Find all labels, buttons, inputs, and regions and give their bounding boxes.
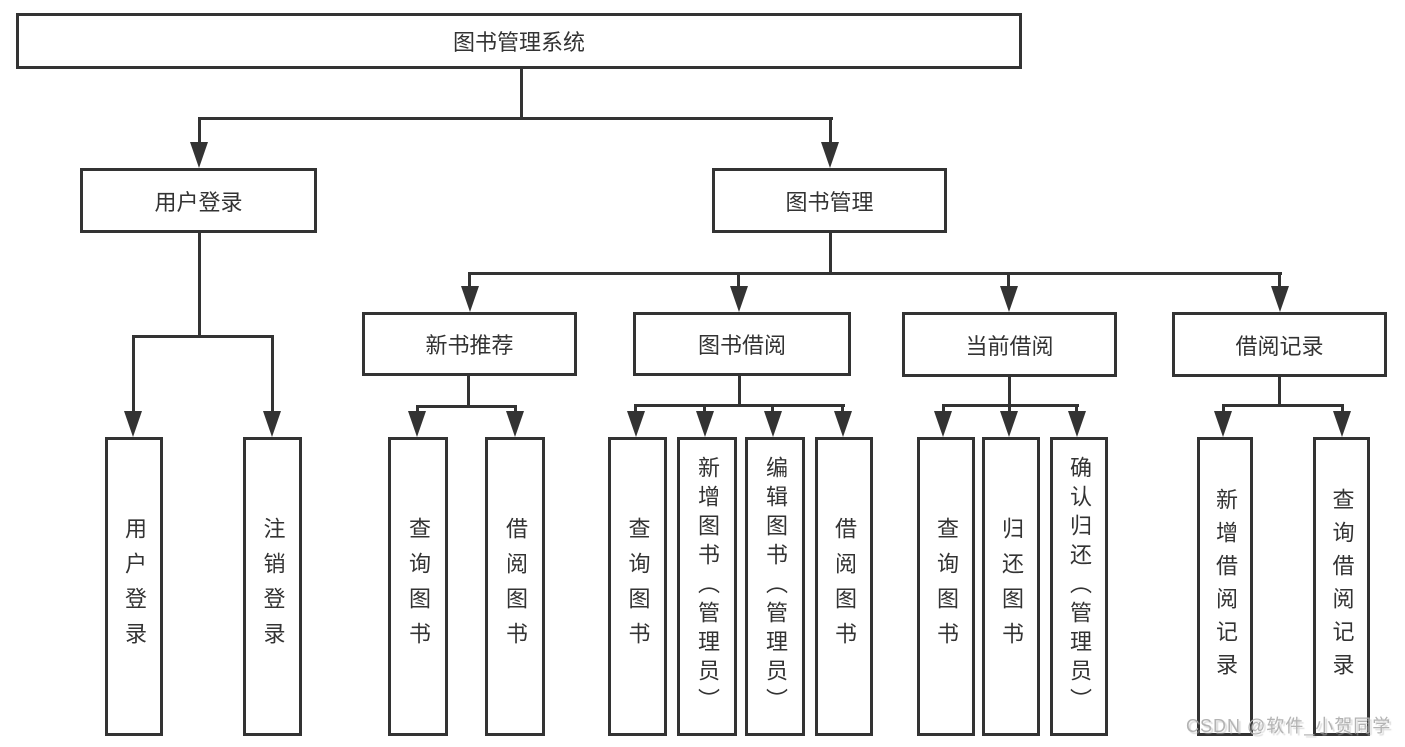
leaf-add-books-admin: 新增图书（管理员） (677, 437, 737, 736)
connector-line (271, 335, 274, 413)
leaf-query-books-current-label: 查询图书 (934, 516, 959, 657)
arrow-down-icon (408, 411, 426, 437)
connector-line (829, 233, 832, 275)
connector-line (1278, 377, 1281, 407)
arrow-down-icon (461, 286, 479, 312)
connector-line (1222, 404, 1344, 407)
connector-line (942, 404, 945, 413)
leaf-query-books-borrowing: 查询图书 (608, 437, 667, 736)
arrow-down-icon (1333, 411, 1351, 437)
connector-line (1008, 404, 1011, 413)
connector-line (198, 117, 201, 146)
arrow-down-icon (730, 286, 748, 312)
connector-line (198, 117, 833, 120)
arrow-down-icon (1000, 411, 1018, 437)
node-root: 图书管理系统 (16, 13, 1022, 69)
leaf-confirm-return-admin-label: 确认归还（管理员） (1067, 456, 1092, 717)
arrow-down-icon (263, 411, 281, 437)
connector-line (514, 405, 517, 413)
leaf-query-books-newbooks: 查询图书 (388, 437, 448, 736)
node-borrow-records: 借阅记录 (1172, 312, 1387, 377)
leaf-add-borrow-record-label: 新增借阅记录 (1213, 487, 1238, 686)
node-user-login: 用户登录 (80, 168, 317, 233)
connector-line (416, 405, 419, 413)
leaf-borrow-books-newbooks-label: 借阅图书 (503, 516, 528, 657)
leaf-logout-label: 注销登录 (260, 516, 286, 657)
csdn-watermark: CSDN @软件_小贺同学 (1186, 716, 1392, 736)
connector-line (738, 376, 741, 407)
connector-line (467, 376, 470, 408)
connector-line (737, 272, 740, 288)
arrow-down-icon (821, 142, 839, 168)
node-new-book-recommend-label: 新书推荐 (425, 333, 514, 358)
leaf-return-books-label: 归还图书 (999, 516, 1024, 657)
leaf-add-books-admin-label: 新增图书（管理员） (695, 456, 720, 717)
node-book-borrow-label: 图书借阅 (697, 333, 786, 358)
arrow-down-icon (627, 411, 645, 437)
arrow-down-icon (1271, 286, 1289, 312)
node-current-borrow-label: 当前借阅 (965, 333, 1054, 359)
leaf-logout: 注销登录 (243, 437, 302, 736)
connector-line (829, 117, 832, 146)
arrow-down-icon (934, 411, 952, 437)
connector-line (198, 232, 201, 338)
node-book-management-label: 图书管理 (785, 189, 874, 215)
connector-line (1008, 377, 1011, 408)
leaf-borrow-books-newbooks: 借阅图书 (485, 437, 545, 736)
arrow-down-icon (696, 411, 714, 437)
leaf-return-books: 归还图书 (982, 437, 1040, 736)
node-root-label: 图书管理系统 (452, 30, 585, 55)
leaf-borrow-books-borrowing: 借阅图书 (815, 437, 873, 736)
leaf-user-login: 用户登录 (105, 437, 163, 736)
connector-line (1222, 404, 1225, 413)
leaf-query-books-current: 查询图书 (917, 437, 975, 736)
connector-line (416, 405, 517, 408)
node-borrow-records-label: 借阅记录 (1235, 333, 1324, 359)
node-new-book-recommend: 新书推荐 (362, 312, 577, 376)
leaf-borrow-books-borrowing-label: 借阅图书 (832, 516, 857, 657)
node-user-login-label: 用户登录 (154, 189, 243, 215)
leaf-query-books-borrowing-label: 查询图书 (625, 516, 651, 657)
arrow-down-icon (834, 411, 852, 437)
arrow-down-icon (124, 411, 142, 437)
connector-line (1278, 272, 1281, 288)
connector-line (771, 404, 774, 413)
connector-line (634, 404, 637, 413)
leaf-edit-books-admin: 编辑图书（管理员） (745, 437, 805, 736)
leaf-query-borrow-record-label: 查询借阅记录 (1329, 487, 1355, 686)
arrow-down-icon (1214, 411, 1232, 437)
leaf-user-login-label: 用户登录 (122, 516, 147, 657)
node-book-management: 图书管理 (712, 168, 947, 233)
arrow-down-icon (1068, 411, 1086, 437)
leaf-query-borrow-record: 查询借阅记录 (1313, 437, 1370, 736)
arrow-down-icon (1000, 286, 1018, 312)
leaf-confirm-return-admin: 确认归还（管理员） (1050, 437, 1108, 736)
connector-line (468, 272, 471, 288)
connector-line (1341, 404, 1344, 413)
connector-line (703, 404, 706, 413)
leaf-edit-books-admin-label: 编辑图书（管理员） (763, 456, 788, 717)
arrow-down-icon (506, 411, 524, 437)
node-book-borrow: 图书借阅 (633, 312, 851, 376)
arrow-down-icon (190, 142, 208, 168)
connector-line (132, 335, 274, 338)
leaf-query-books-newbooks-label: 查询图书 (406, 516, 431, 657)
connector-line (1075, 404, 1078, 413)
connector-line (520, 69, 523, 119)
connector-line (468, 272, 1282, 275)
connector-line (132, 335, 135, 413)
connector-line (634, 404, 845, 407)
arrow-down-icon (764, 411, 782, 437)
connector-line (1007, 272, 1010, 288)
node-current-borrow: 当前借阅 (902, 312, 1117, 377)
leaf-add-borrow-record: 新增借阅记录 (1197, 437, 1253, 736)
connector-line (841, 404, 844, 413)
